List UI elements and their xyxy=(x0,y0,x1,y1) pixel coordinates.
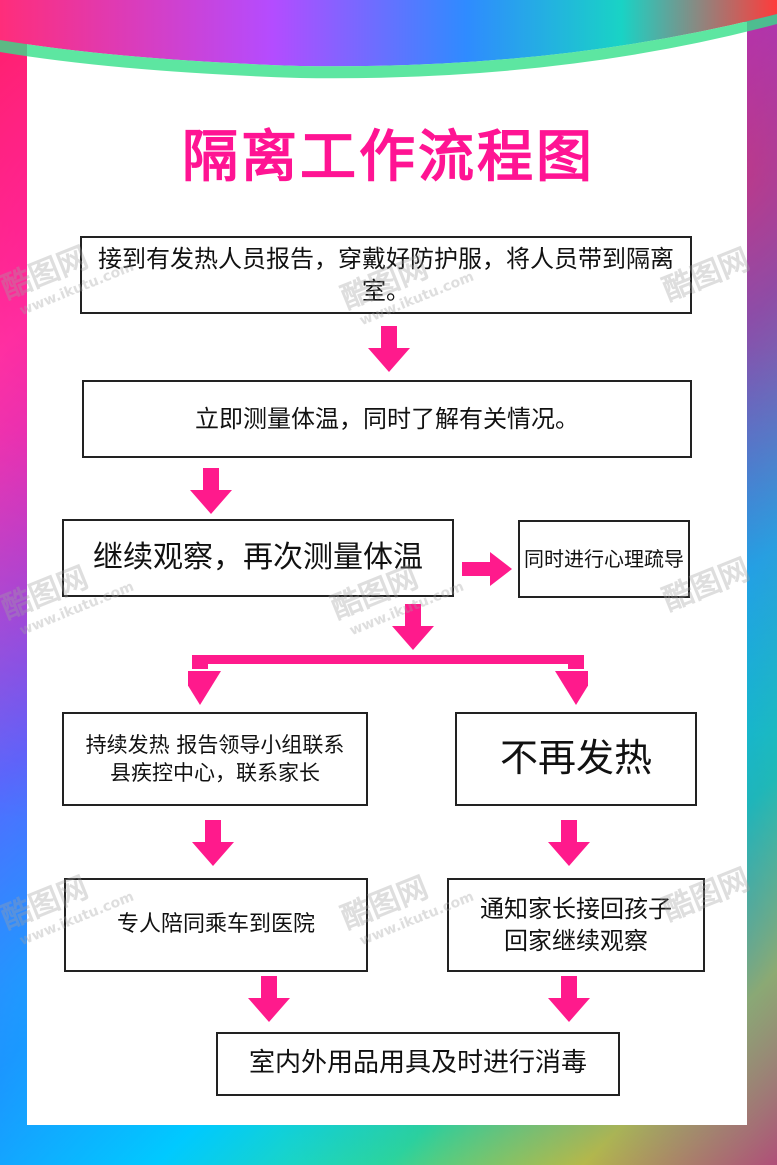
arrow-down-icon xyxy=(190,468,232,514)
arrow-down-icon xyxy=(192,820,234,866)
final-text-disinfect: 室内外用品用具及时进行消毒 xyxy=(248,1048,587,1079)
side-box-counseling: 同时进行心理疏导 xyxy=(518,520,690,598)
arrow-down-icon xyxy=(392,604,434,650)
left-text-line2: 县疾控中心，联系家长 xyxy=(110,761,320,785)
right-text-home-line2: 回家继续观察 xyxy=(504,927,648,955)
page-title: 隔离工作流程图 xyxy=(182,124,595,190)
left-text-hospital: 专人陪同乘车到医院 xyxy=(116,912,315,938)
right-text-home-line1: 通知家长接回孩子 xyxy=(480,894,672,923)
branch-connector xyxy=(188,655,588,705)
arrow-down-icon xyxy=(368,326,410,372)
arrow-down-icon xyxy=(248,976,290,1022)
left-box-hospital: 专人陪同乘车到医院 xyxy=(64,878,368,972)
right-box-home: 通知家长接回孩子 回家继续观察 xyxy=(447,878,705,972)
step-box-measure: 立即测量体温，同时了解有关情况。 xyxy=(82,380,692,458)
step-box-observe: 继续观察，再次测量体温 xyxy=(62,519,454,597)
right-text-no-fever: 不再发热 xyxy=(499,736,652,781)
side-text-counseling: 同时进行心理疏导 xyxy=(524,546,684,571)
left-text-line1: 持续发热 报告领导小组联系 xyxy=(85,732,345,757)
step-text-measure: 立即测量体温，同时了解有关情况。 xyxy=(195,404,579,433)
step-text-observe: 继续观察，再次测量体温 xyxy=(93,539,423,575)
step-box-report: 接到有发热人员报告，穿戴好防护服，将人员带到隔离室。 xyxy=(80,236,692,314)
arrow-down-icon xyxy=(548,976,590,1022)
top-swoosh-decoration xyxy=(0,0,777,79)
arrow-down-icon xyxy=(548,820,590,866)
arrow-right-icon xyxy=(462,552,512,586)
final-box-disinfect: 室内外用品用具及时进行消毒 xyxy=(216,1032,620,1096)
step-text-report: 接到有发热人员报告，穿戴好防护服，将人员带到隔离室。 xyxy=(98,244,674,305)
left-box-fever-report: 持续发热 报告领导小组联系 县疾控中心，联系家长 xyxy=(62,712,368,806)
right-box-no-fever: 不再发热 xyxy=(455,712,697,806)
